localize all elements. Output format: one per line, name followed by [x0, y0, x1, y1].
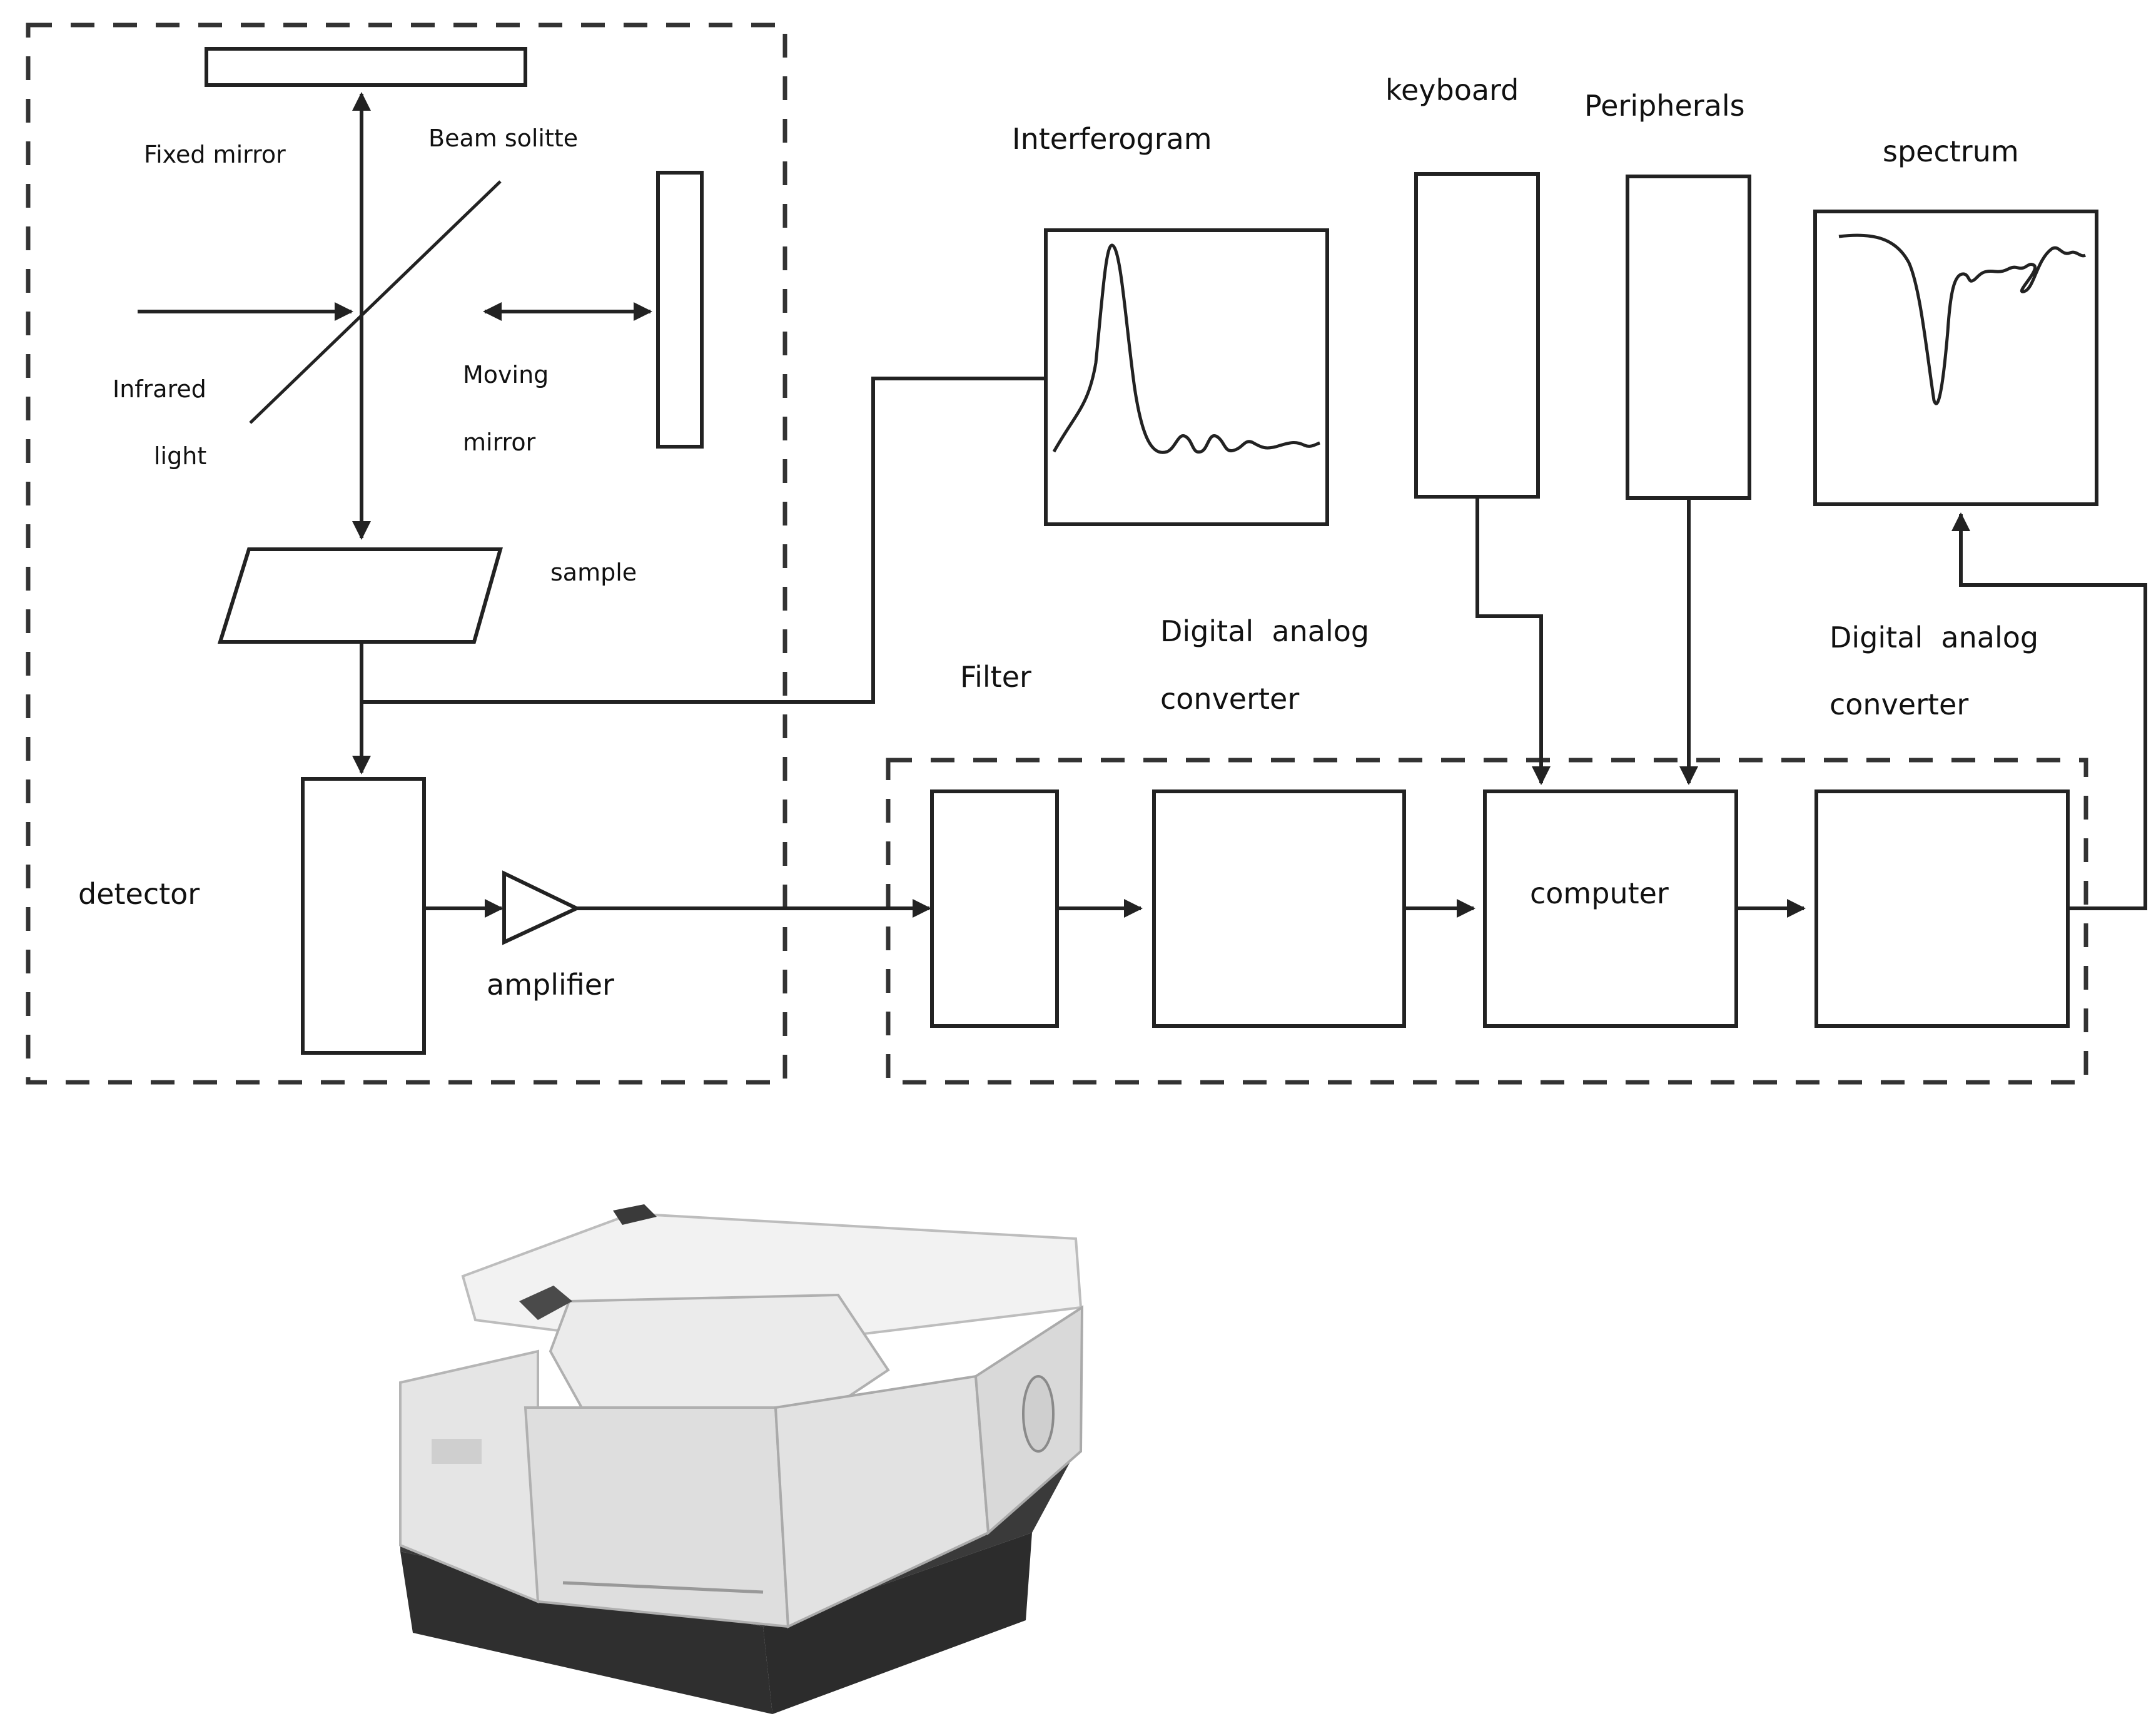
dac2-label-line2: converter	[1830, 688, 1968, 721]
spectrum-box	[1813, 210, 2098, 506]
keyboard-box	[1414, 172, 1540, 499]
dac2-to-spectrum	[1951, 512, 2147, 910]
detector-box	[301, 777, 426, 1055]
amplifier-symbol	[502, 870, 582, 945]
interferogram-label: Interferogram	[1012, 122, 1212, 156]
spectrum-label: spectrum	[1883, 135, 2019, 168]
dac2-box	[1814, 789, 2070, 1028]
moving-mirror	[656, 171, 704, 449]
processing-group-border	[886, 758, 2088, 1085]
keyboard-to-computer	[1475, 497, 1551, 785]
beam-splitter	[249, 180, 502, 424]
sample	[217, 547, 503, 644]
infrared-label-line2: light	[154, 442, 206, 470]
interferogram-box	[1044, 228, 1329, 526]
peripherals-box	[1626, 175, 1751, 500]
sample-label: sample	[550, 559, 637, 586]
moving-mirror-label-line2: mirror	[463, 429, 536, 456]
dac2-label-line1: Digital analog	[1830, 621, 2038, 654]
interferogram-curve	[1052, 243, 1320, 454]
ftir-spectrometer-device-image	[399, 1204, 1084, 1714]
filter-label: Filter	[960, 660, 1031, 694]
amplifier-label: amplifier	[487, 968, 614, 1002]
spectrum-curve	[1838, 233, 2087, 405]
moving-mirror-label-line1: Moving	[463, 361, 549, 388]
computer-label: computer	[1530, 876, 1669, 910]
signal-to-interferogram	[362, 377, 1046, 704]
dac1-box	[1152, 789, 1406, 1028]
beam-splitter-label: Beam solitte	[428, 124, 578, 152]
interferometer-group-border	[26, 23, 787, 1085]
peripherals-label: Peripherals	[1584, 89, 1745, 123]
filter-box	[930, 789, 1059, 1028]
fixed-mirror-label: Fixed mirror	[144, 141, 286, 168]
fixed-mirror	[205, 47, 527, 87]
dac1-label-line1: Digital analog	[1160, 614, 1369, 648]
dac1-label-line2: converter	[1160, 682, 1299, 716]
detector-label: detector	[78, 877, 200, 911]
keyboard-label: keyboard	[1385, 73, 1519, 107]
infrared-label-line1: Infrared	[113, 375, 206, 403]
